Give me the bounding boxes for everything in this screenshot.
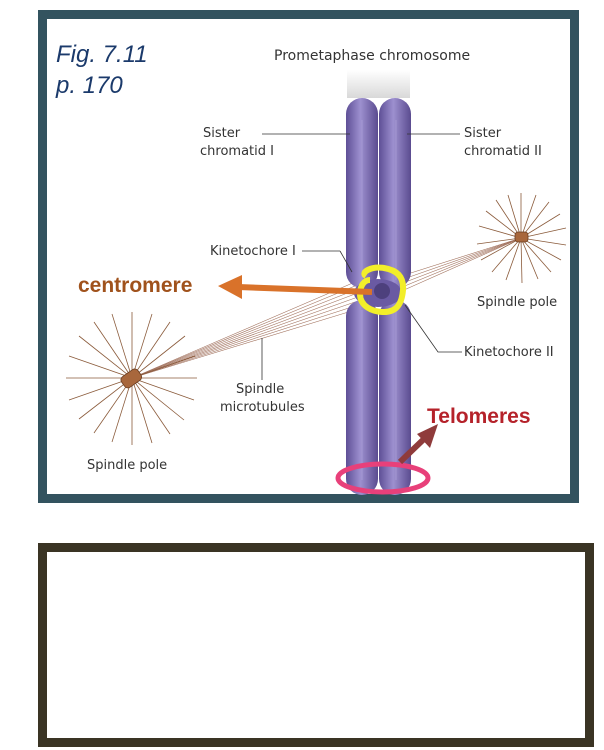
leader-lines (261, 133, 462, 380)
centromere-arrow (218, 275, 373, 299)
sister-chromatid-1-label-line2: chromatid I (200, 144, 274, 159)
telomere-highlight (335, 461, 431, 495)
sister-chromatid-2-upper (379, 98, 411, 288)
spindle-microtubules-label-line2: microtubules (220, 400, 305, 415)
figure-reference-line2: p. 170 (56, 72, 123, 99)
chromosome-title-cap (347, 70, 410, 98)
spindle-pole-right-aster (476, 193, 567, 284)
sister-chromatid-2-lower (379, 300, 411, 495)
spindle-microtubules-right (394, 237, 522, 295)
spindle-pole-left-label: Spindle pole (87, 458, 168, 473)
kinetochore-2-label: Kinetochore II (464, 345, 554, 360)
figure-reference-line1: Fig. 7.11 (56, 41, 148, 68)
kinetochore-1-label: Kinetochore I (210, 244, 296, 259)
centromere-annotation: centromere (78, 274, 193, 297)
sister-chromatid-2-label-line1: Sister (464, 126, 502, 141)
telomeres-annotation: Telomeres (427, 405, 531, 428)
sister-chromatid-2-label-line2: chromatid II (464, 144, 542, 159)
sister-chromatid-1-label-line1: Sister (203, 126, 241, 141)
spindle-pole-right-label: Spindle pole (477, 295, 558, 310)
mitosis-images-panel (38, 543, 594, 747)
telomeres-arrow (397, 424, 438, 465)
chromosome (346, 98, 411, 495)
prometaphase-diagram-panel (38, 10, 579, 503)
spindle-microtubules-label-line1: Spindle (236, 382, 285, 397)
figure-title: Prometaphase chromosome (274, 48, 471, 64)
spindle-pole-left-aster (66, 312, 197, 445)
